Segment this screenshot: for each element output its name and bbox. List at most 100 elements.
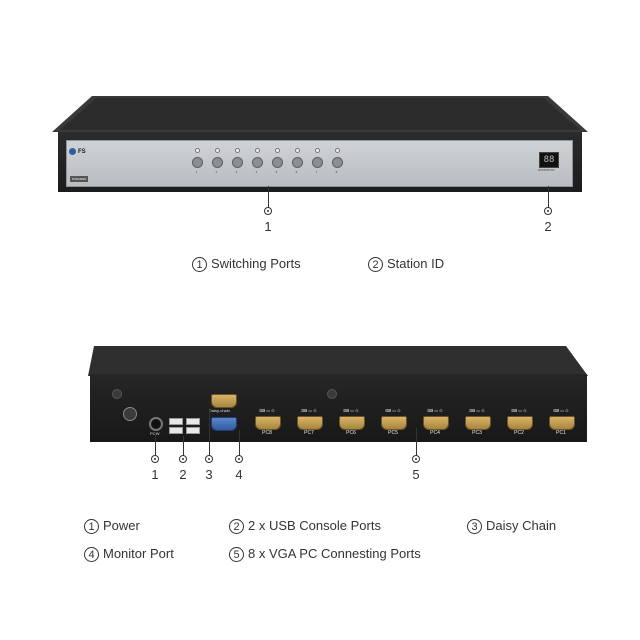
ground-screw	[123, 407, 137, 421]
legend-number: 2	[229, 519, 244, 535]
legend-label: Monitor Port	[103, 546, 174, 561]
switch-number: 7	[315, 170, 318, 174]
pc-port-label: PC5	[388, 430, 398, 436]
station-id-label: STATION ID	[538, 168, 555, 172]
power-label: POW	[150, 431, 160, 436]
port-icons: ⌨ ▭ ⊙	[553, 408, 569, 413]
port-icons: ⌨ ▭ ⊙	[469, 408, 485, 413]
usb-port	[186, 427, 200, 434]
callout-number-2: 2	[179, 467, 187, 482]
callout-number-3: 3	[205, 467, 213, 482]
legend-item-usb-console-ports: 2 2 x USB Console Ports	[229, 518, 381, 535]
callout-marker-1	[151, 455, 159, 463]
brand-logo: FS	[69, 148, 86, 155]
vga-pc-port	[423, 416, 449, 430]
switch-number: 3	[235, 170, 238, 174]
legend-item-power: 1 Power	[84, 518, 140, 535]
station-id-display: 88	[539, 152, 559, 168]
vga-pc-port	[339, 416, 365, 430]
legend-label: Daisy Chain	[486, 518, 557, 533]
port-icons: ⌨ ▭ ⊙	[511, 408, 527, 413]
screw	[327, 389, 337, 399]
legend-number: 2	[368, 257, 383, 273]
port-icons: ⌨ ▭ ⊙	[301, 408, 317, 413]
switch-number: 5	[275, 170, 278, 174]
switch-button[interactable]	[212, 157, 223, 168]
front-chassis-top	[52, 96, 588, 132]
monitor-port	[211, 417, 237, 431]
callout-line-2	[183, 436, 184, 456]
usb-port	[169, 427, 183, 434]
switch-led	[255, 148, 260, 153]
vga-pc-port	[297, 416, 323, 430]
switch-button[interactable]	[192, 157, 203, 168]
rear-unit: POW Daisy-chain ⌨ ▭ ⊙ PC8 ⌨ ▭ ⊙ PC7 ⌨ ▭ ⊙ PC6…	[0, 330, 640, 490]
pc-port-label: PC6	[346, 430, 356, 436]
legend-label: Station ID	[387, 256, 445, 271]
pc-port-label: PC1	[556, 430, 566, 436]
model-label: KVM-0801	[70, 176, 89, 182]
switch-button[interactable]	[332, 157, 343, 168]
switch-number: 1	[195, 170, 198, 174]
legend-label: 2 x USB Console Ports	[248, 518, 381, 533]
switch-button[interactable]	[272, 157, 283, 168]
callout-marker-2	[179, 455, 187, 463]
callout-number-1: 1	[151, 467, 159, 482]
switch-button[interactable]	[232, 157, 243, 168]
port-icons: ⌨ ▭ ⊙	[343, 408, 359, 413]
pc-port-label: PC3	[472, 430, 482, 436]
switch-led	[335, 148, 340, 153]
legend-label: Power	[103, 518, 140, 533]
legend-number: 1	[84, 519, 99, 535]
vga-pc-port	[549, 416, 575, 430]
switch-led	[215, 148, 220, 153]
vga-pc-port	[381, 416, 407, 430]
callout-marker-2	[544, 207, 552, 215]
callout-number-2: 2	[544, 219, 552, 234]
vga-pc-port	[255, 416, 281, 430]
usb-port	[169, 418, 183, 425]
legend-number: 1	[192, 257, 207, 273]
pc-port-label: PC7	[304, 430, 314, 436]
legend-item-station-id: 2 Station ID	[368, 256, 445, 273]
callout-marker-1	[264, 207, 272, 215]
callout-number-5: 5	[412, 467, 420, 482]
switch-led	[195, 148, 200, 153]
rear-chassis-top	[88, 346, 588, 376]
legend-number: 4	[84, 547, 99, 563]
legend-item-switching-ports: 1 Switching Ports	[192, 256, 301, 273]
callout-line-1	[155, 432, 156, 456]
callout-line-1	[268, 186, 269, 208]
switch-number: 4	[255, 170, 258, 174]
callout-line-4	[239, 430, 240, 456]
callout-line-3	[209, 410, 210, 456]
switch-led	[275, 148, 280, 153]
usb-port	[186, 418, 200, 425]
callout-line-5	[416, 428, 417, 456]
port-icons: ⌨ ▭ ⊙	[427, 408, 443, 413]
legend-label: 8 x VGA PC Connesting Ports	[248, 546, 421, 561]
pc-port-label: PC8	[262, 430, 272, 436]
switch-button[interactable]	[312, 157, 323, 168]
port-icons: ⌨ ▭ ⊙	[259, 408, 275, 413]
callout-number-4: 4	[235, 467, 243, 482]
callout-marker-4	[235, 455, 243, 463]
switch-led	[315, 148, 320, 153]
daisy-chain-label: Daisy-chain	[209, 408, 230, 413]
legend-label: Switching Ports	[211, 256, 301, 271]
switch-led	[295, 148, 300, 153]
callout-number-1: 1	[264, 219, 272, 234]
switch-number: 6	[295, 170, 298, 174]
pc-port-label: PC4	[430, 430, 440, 436]
legend-item-daisy-chain: 3 Daisy Chain	[467, 518, 557, 535]
power-jack	[149, 417, 163, 431]
legend-number: 3	[467, 519, 482, 535]
pc-port-label: PC2	[514, 430, 524, 436]
legend-item-monitor-port: 4 Monitor Port	[84, 546, 174, 563]
switch-button[interactable]	[252, 157, 263, 168]
switch-led	[235, 148, 240, 153]
switch-button[interactable]	[292, 157, 303, 168]
callout-marker-3	[205, 455, 213, 463]
